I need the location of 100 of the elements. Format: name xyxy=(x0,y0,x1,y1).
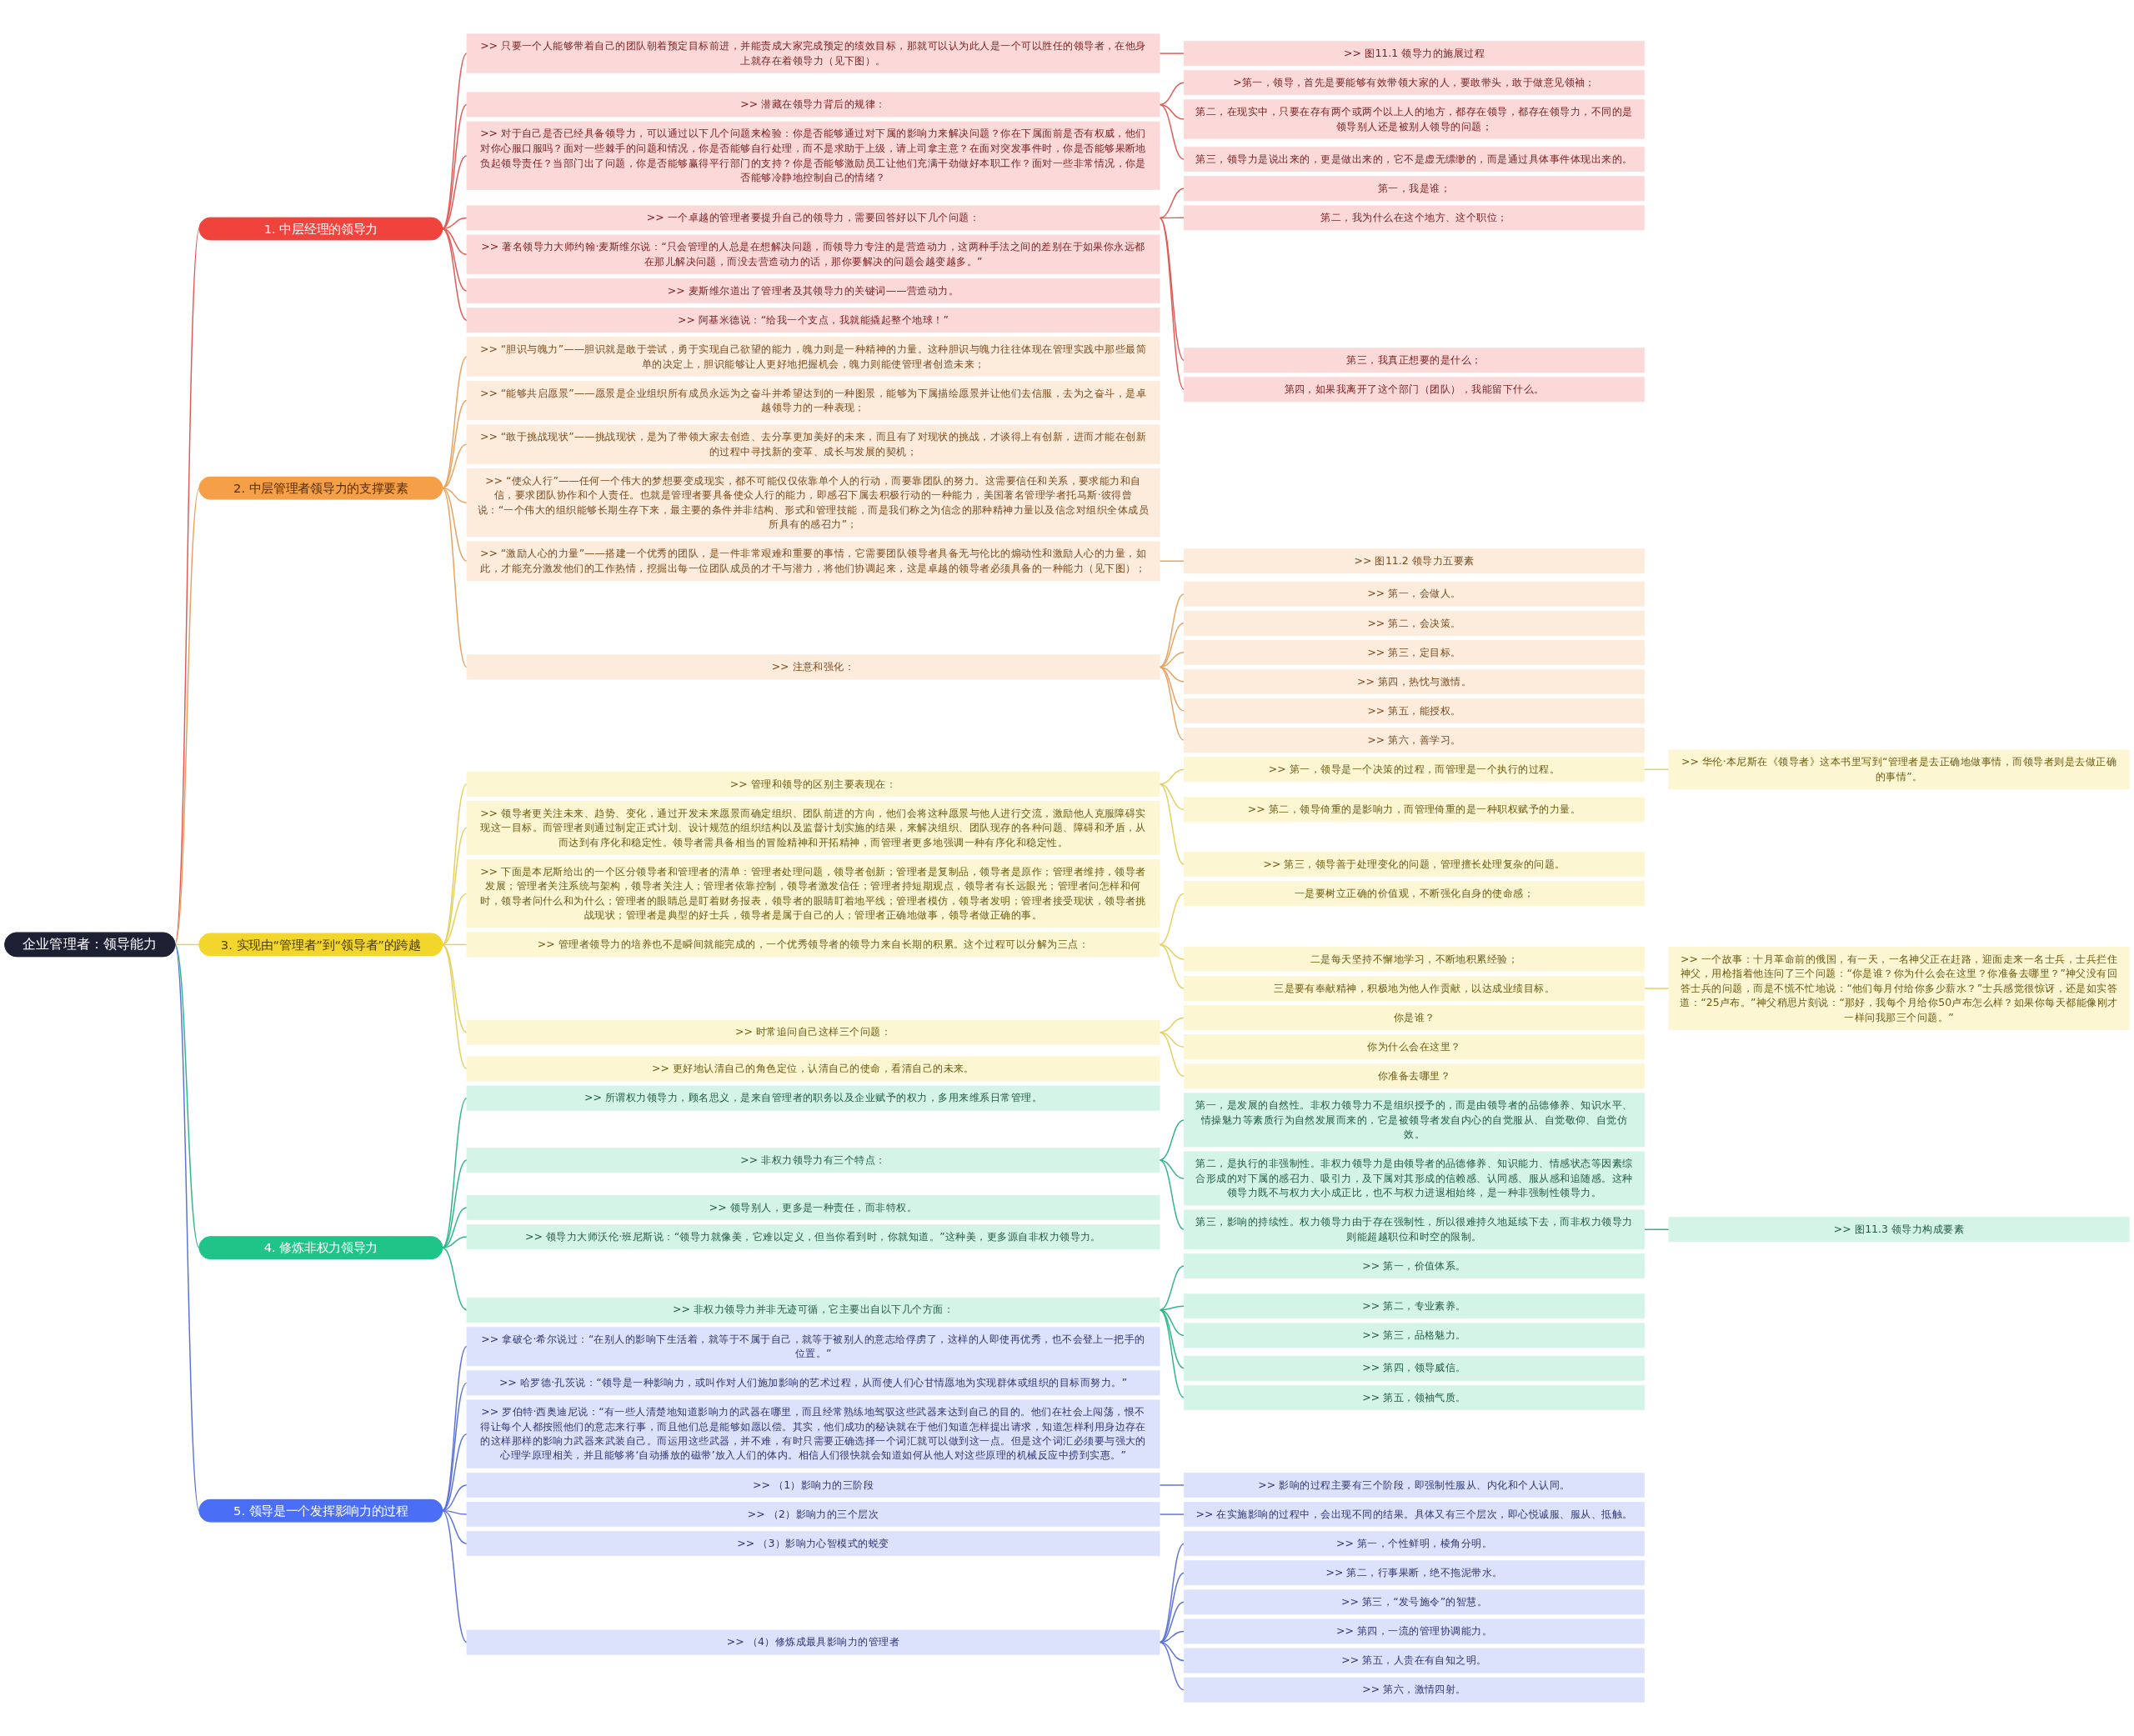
connector xyxy=(1159,217,1185,219)
node-box: >> 华伦·本尼斯在《领导者》这本书里写到“管理者是去正确地做事情，而领导者则是去做正确的事情”。 xyxy=(1668,749,2130,789)
node-box: >> 一个故事：十月革命前的俄国，有一天，一名神父正在赶路，迎面走来一名士兵，士兵拦住神父，用枪指着他连问了三个问题：“你是谁？你为什么会在这里？你准备去哪里？”神父没有回答士兵的问题，而是不慌不忙地说：“他们每月付给你多少薪水？”士兵感觉很惊讶，还是如实答道：“25卢布。”神父稍思片刻说：“那好，我每个月给你50卢布怎么样？如果你每天都能像刚才一样问我那三个问题。” xyxy=(1668,947,2130,1030)
node-box: >> 潜藏在领导力背后的规律： xyxy=(466,92,1160,118)
connector xyxy=(1159,893,1185,946)
connector xyxy=(441,1509,468,1643)
node-box: >> 图11.3 领导力构成要素 xyxy=(1668,1217,2130,1243)
node-box: >> 第三，领导善于处理变化的问题，管理擅长处理复杂的问题。 xyxy=(1184,852,1645,878)
connector xyxy=(1643,768,1670,770)
connector xyxy=(441,399,468,489)
connector xyxy=(441,827,468,946)
node-box: >> “激励人心的力量”——搭建一个优秀的团队，是一件非常艰难和重要的事情，它需要团队领导者具备无与伦比的煽动性和激励人心的力量，如此，才能充分激发他们的工作热情，挖掘出每一位团队成员的才干与潜力，将他们协调起来，这是卓越的领导者必须具备的一种能力（见下图）； xyxy=(466,541,1160,581)
connector xyxy=(1159,666,1185,741)
connector xyxy=(441,443,468,489)
node-box: >> 所谓权力领导力，顾名思义，是来自管理者的职务以及企业赋予的权力，多用来维系日常管理。 xyxy=(466,1085,1160,1111)
node-box: >> 领导别人，更多是一种责任，而非特权。 xyxy=(466,1195,1160,1220)
connector xyxy=(441,1159,468,1248)
connector xyxy=(1159,1484,1185,1486)
node-box: >> 更好地认清自己的角色定位，认清自己的使命，看清自己的未来。 xyxy=(466,1056,1160,1082)
connector xyxy=(1159,188,1185,219)
node-box: >> 第三，“发号施令”的智慧。 xyxy=(1184,1589,1645,1615)
node-box: >> 著名领导力大师约翰·麦斯维尔说：“只会管理的人总是在想解决问题，而领导力专注的是营造动力，这两种手法之间的差别在于如果你永远都在那儿解决问题，而没去营造动力的话，那你要解决的问题会越变越多。” xyxy=(466,234,1160,274)
node-box: 第三，我真正想要的是什么； xyxy=(1184,348,1645,373)
connector xyxy=(1159,1159,1185,1179)
node-box: >> 第一，个性鲜明，棱角分明。 xyxy=(1184,1531,1645,1557)
connector xyxy=(441,1382,468,1512)
connector xyxy=(174,487,200,946)
connector xyxy=(1159,53,1185,54)
node-box: 第三，影响的持续性。权力领导力由于存在强制性，所以很难持久地延续下去，而非权力领导力则能超越职位和时空的限制。 xyxy=(1184,1209,1645,1249)
connector xyxy=(441,356,468,489)
connector xyxy=(1159,1159,1185,1230)
connector xyxy=(441,228,468,321)
node-box: >> 第一，会做人。 xyxy=(1184,581,1645,607)
node-box: 第四，如果我离开了这个部门（团队），我能留下什么。 xyxy=(1184,377,1645,403)
node-box: >> “能够共启愿景”——愿景是企业组织所有成员永远为之奋斗并希望达到的一种图景，能够为下属描绘愿景并让他们去信服，去为之奋斗，是卓越领导力的一种表现； xyxy=(466,380,1160,421)
connector xyxy=(1159,1031,1185,1078)
node-box: >第一，领导，首先是要能够有效带领大家的人，要敢带头，敢于做意见领袖； xyxy=(1184,70,1645,96)
connector xyxy=(1159,1309,1185,1369)
connector xyxy=(1159,217,1185,391)
node-box: >> 注意和强化： xyxy=(466,654,1160,680)
connector xyxy=(1159,103,1185,160)
node-box: >> 只要一个人能够带着自己的团队朝着预定目标前进，并能责成大家完成预定的绩效目标，那就可以认为此人是一个可以胜任的领导者，在他身上就存在着领导力（见下图）。 xyxy=(466,33,1160,73)
node-box: >> 下面是本尼斯给出的一个区分领导者和管理者的清单：管理者处理问题，领导者创新；管理者是复制品，领导者是原作；管理者维持，领导者发展；管理者关注系统与架构，领导者关注人；管理者依靠控制，领导者激发信任；管理者持短期观点，领导者有长远眼光；管理者问怎样和何时，领导者问什么和为什么；管理者的眼睛总是盯着财务报表，领导者的眼睛盯着地平线；管理者模仿，领导者发明；管理者接受现状，领导者挑战现状；管理者是典型的好士兵，领导者是属于自己的人；管理者正确地做事，领导者做正确的事。 xyxy=(466,858,1160,928)
node-box: 第二，在现实中，只要在存有两个或两个以上人的地方，都存在领导，都存在领导力，不同的是领导别人还是被别人领导的问题； xyxy=(1184,99,1645,139)
node-box: >> “胆识与魄力”——胆识就是敢于尝试，勇于实现自己欲望的能力，魄力则是一种精神的力量。这种胆识与魄力往往体现在管理实践中那些最简单的决定上，胆识能够让人更好地把握机会，魄力则能使管理者创造未来； xyxy=(466,337,1160,377)
connector xyxy=(1159,1572,1185,1643)
node-box: >> 领导力大师沃伦·班尼斯说：“领导力就像美，它难以定义，但当你看到时，你就知道。”这种美，更多源自非权力领导力。 xyxy=(466,1224,1160,1250)
node-box: >> 哈罗德·孔茨说：“领导是一种影响力，或叫作对人们施加影响的艺术过程，从而使人们心甘情愿地为实现群体或组织的目标而努力。” xyxy=(466,1370,1160,1396)
node-box: >> （1）影响力的三阶段 xyxy=(466,1473,1160,1498)
node-box: 你准备去哪里？ xyxy=(1184,1063,1645,1089)
connector xyxy=(1159,1543,1185,1643)
node-box: >> 第四，热忱与激情。 xyxy=(1184,668,1645,694)
node-box: >> “敢于挑战现状”——挑战现状，是为了带领大家去创造、去分享更加美好的未来，而且有了对现状的挑战，才谈得上有创新，进而才能在创新的过程中寻找新的变革、成长与发展的契机； xyxy=(466,424,1160,464)
node-box: 第三，领导力是说出来的，更是做出来的，它不是虚无缥缈的，而是通过具体事件体现出来的。 xyxy=(1184,147,1645,173)
node-box: >> 图11.2 领导力五要素 xyxy=(1184,548,1645,574)
connector xyxy=(1159,623,1185,668)
connector xyxy=(441,487,468,562)
node-box: >> 第五，领袖气质。 xyxy=(1184,1384,1645,1410)
connector xyxy=(1159,943,1185,989)
node-box: >> 麦斯维尔道出了管理者及其领导力的关键词——营造动力。 xyxy=(466,278,1160,304)
connector xyxy=(441,487,468,668)
node-box: >> （3）影响力心智模式的蜕变 xyxy=(466,1531,1160,1557)
node-box: >> 第五，人贵在有自知之明。 xyxy=(1184,1648,1645,1673)
node-box: >> 罗伯特·西奥迪尼说：“有一些人清楚地知道影响力的武器在哪里，而且经常熟练地驾驭这些武器来达到自己的目的。他们在社会上闯荡，恨不得让每个人都按照他们的意志来行事，而且他们总是能够如愿以偿。其实，他们成功的秘诀就在于他们知道怎样提出请求，知道怎样利用身边存在的这样那样的影响力武器来武装自己。而运用这些武器，并不难，有时只需要正确选择一个词汇就可以做到这一点。但是这个词汇必须要与强大的心理学原理相关，并且能够将‘自动播放的磁带’放入人们的体内。相信人们很快就会知道如何从他人对这些原理的机械反应中捞到实惠。” xyxy=(466,1399,1160,1468)
node-box: >> 非权力领导力并非无迹可循，它主要出自以下几个方面： xyxy=(466,1297,1160,1323)
node-box: 第一，是发展的自然性。非权力领导力不是组织授予的，而是由领导者的品德修养、知识水平、情操魅力等素质行为自然发展而来的，它是被领导者发自内心的自觉服从、自觉敬仰、自觉仿效。 xyxy=(1184,1093,1645,1148)
node-box: >> 第一，价值体系。 xyxy=(1184,1253,1645,1279)
node-box: >> 第二，专业素养。 xyxy=(1184,1293,1645,1319)
node-box: 三是要有奉献精神，积极地为他人作贡献，以达成业绩目标。 xyxy=(1184,976,1645,1002)
connector xyxy=(441,1097,468,1248)
connector xyxy=(1159,560,1185,562)
connector xyxy=(441,783,468,946)
node-box: 第一，我是谁； xyxy=(1184,176,1645,202)
node-box: >> 第三，定目标。 xyxy=(1184,639,1645,665)
connector xyxy=(1643,988,1670,989)
connector xyxy=(1159,593,1185,668)
node-box: >> 第四，领导威信。 xyxy=(1184,1355,1645,1381)
node-box: >> 在实施影响的过程中，会出现不同的结果。具体又有三个层次，即心悦诚服、服从、抵触。 xyxy=(1184,1502,1645,1528)
connector xyxy=(1159,1309,1185,1398)
node-box: >> 一个卓越的管理者要提升自己的领导力，需要回答好以下几个问题： xyxy=(466,205,1160,231)
node-box: >> 第六，激情四射。 xyxy=(1184,1677,1645,1703)
node-box: >> 图11.1 领导力的施展过程 xyxy=(1184,41,1645,67)
connector xyxy=(174,943,200,1512)
node-box: >> 第二，领导倚重的是影响力，而管理倚重的是一种职权赋予的力量。 xyxy=(1184,797,1645,823)
node-box: 二是每天坚持不懈地学习，不断地积累经验； xyxy=(1184,947,1645,972)
node-box: 你是谁？ xyxy=(1184,1005,1645,1031)
connector xyxy=(1159,1641,1185,1691)
node-box: >> 第一，领导是一个决策的过程，而管理是一个执行的过程。 xyxy=(1184,757,1645,783)
node-box: >> 非权力领导力有三个特点： xyxy=(466,1147,1160,1173)
node-box: >> 对于自己是否已经具备领导力，可以通过以下几个问题来检验：你是否能够通过对下属的影响力来解决问题？你在下属面前是否有权威，他们对你心服口服吗？面对一些棘手的问题和情况，你是否能够自行处理，而不是求助于上级，请上司拿主意？在面对突发事件时，你是否能够果断地负起领导责任？当部门出了问题，你是否能够赢得平行部门的支持？你是否能够激励员工让他们充满干劲做好本职工作？面对一些非常情况，你是否能够冷静地控制自己的情绪？ xyxy=(466,121,1160,191)
connector xyxy=(441,1247,468,1311)
node-box: >> 第二，会决策。 xyxy=(1184,610,1645,636)
node-box: >> 阿基米德说：“给我一个支点，我就能撬起整个地球！” xyxy=(466,308,1160,333)
node-box: >> 管理和领导的区别主要表现在： xyxy=(466,771,1160,797)
node-box: 一是要树立正确的价值观，不断强化自身的使命感； xyxy=(1184,881,1645,907)
node-box: >> （4）修炼成最具影响力的管理者 xyxy=(466,1629,1160,1655)
node-box: >> 第二，行事果断，绝不拖泥带水。 xyxy=(1184,1560,1645,1586)
connector xyxy=(1159,1513,1185,1515)
node-box: >> 领导者更关注未来、趋势、变化，通过开发未来愿景而确定组织、团队前进的方向，他们会将这种愿景与他人进行交流，激励他人克服障碍实现这一目标。而管理者则通过制定正式计划、设计规范的组织结构以及监督计划实施的结果，来解决组织、团队现存的各种问题、障碍和矛盾，从而达到有序化和稳定性。领导者需具备相当的冒险精神和开拓精神，而管理者更多地强调一种有序化和稳定性。 xyxy=(466,800,1160,855)
connector xyxy=(1643,1228,1670,1230)
